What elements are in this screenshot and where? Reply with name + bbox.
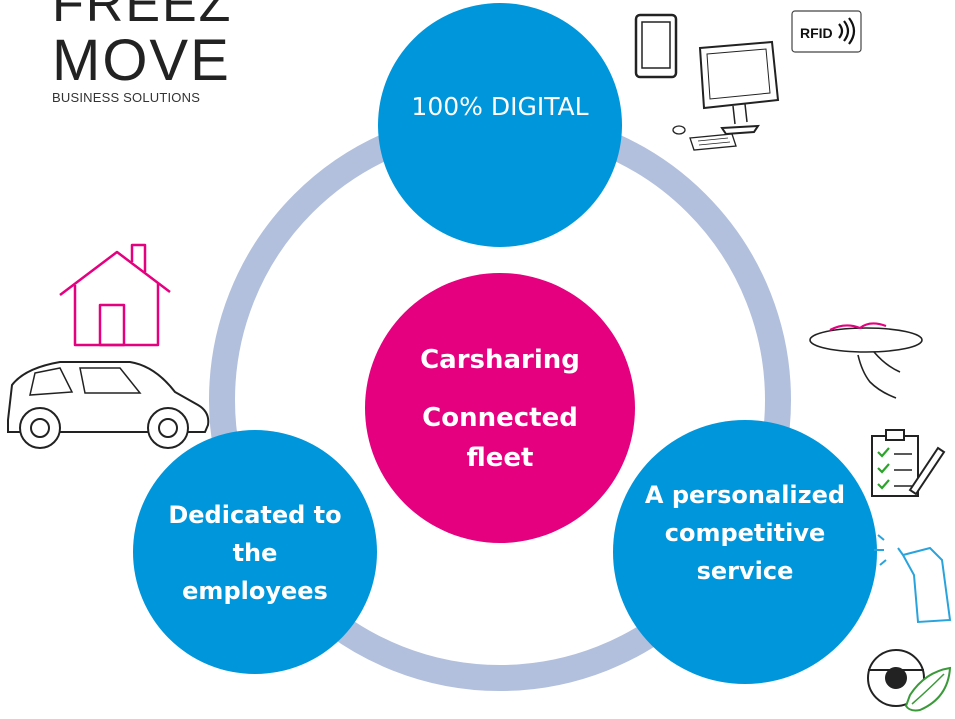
eco-steering-icon: [867, 649, 952, 712]
key-tray-icon: [809, 322, 923, 399]
center-line1: Carsharing: [420, 345, 580, 375]
checklist-icon: [871, 429, 946, 497]
center-line2: Connected fleet: [422, 403, 578, 473]
brand-tagline: BUSINESS SOLUTIONS: [52, 90, 201, 105]
node-right-circle: [613, 420, 877, 684]
brand-logo: FREEZ MOVE BUSINESS SOLUTIONS: [50, 0, 240, 110]
node-top-circle: [378, 3, 622, 247]
brand-line2: MOVE: [52, 28, 231, 93]
house-icon: [59, 243, 171, 347]
rfid-label: RFID: [800, 25, 833, 41]
desktop-computer-icon: [672, 40, 780, 151]
rfid-badge-icon: RFID: [791, 10, 862, 53]
node-left-label: Dedicated to the employees: [168, 501, 342, 605]
node-left-circle: [133, 430, 377, 674]
center-circle: [365, 273, 635, 543]
tablet-icon: [634, 13, 678, 79]
brand-line1: FREEZ: [52, 0, 233, 33]
car-icon: [7, 361, 210, 449]
spray-bottle-icon: [874, 534, 952, 624]
node-top-label: 100% DIGITAL: [411, 92, 589, 121]
node-right-label: A personalized competitive service: [644, 481, 846, 585]
